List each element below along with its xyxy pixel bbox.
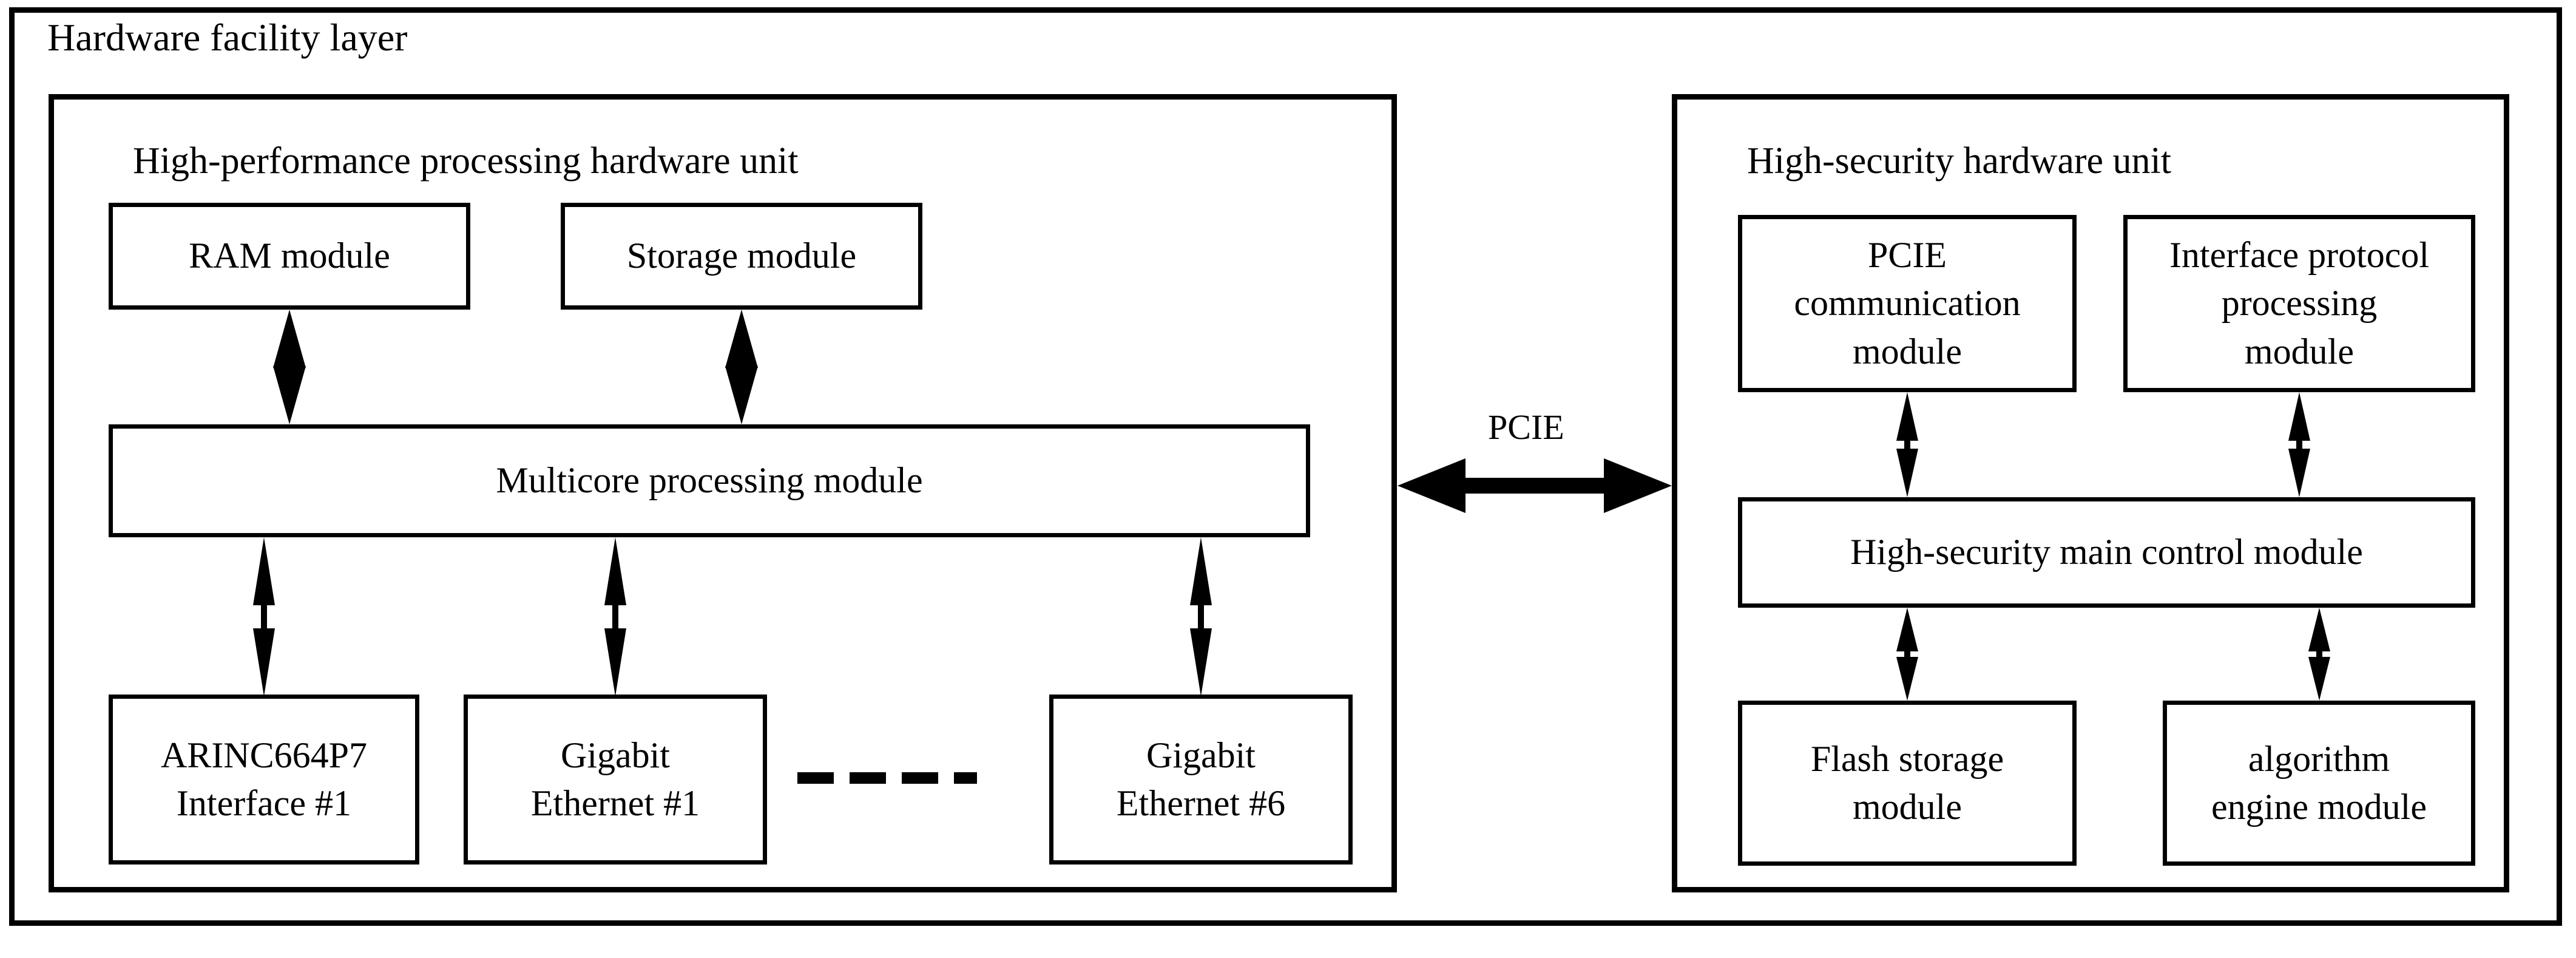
gigabit-ethernet-1-label-line2: Ethernet #1 [530,783,700,823]
high-security-main-control-label: High-security main control module [1850,532,2363,572]
high-performance-processing-hardware-unit: High-performance processing hardware uni… [49,94,1397,892]
pcie-communication-label-line2: communication [1794,283,2021,324]
gigabit-ethernet-6-label-line2: Ethernet #6 [1116,783,1286,823]
multicore-processing-module-label: Multicore processing module [496,460,923,501]
flash-storage-label-line2: module [1853,787,1962,827]
algorithm-engine-label-line1: algorithm [2248,738,2390,779]
arinc664p7-interface-box[interactable]: ARINC664P7 Interface #1 [109,695,419,865]
high-security-unit-title: High-security hardware unit [1747,140,2171,182]
pcie-interconnect-label: PCIE [1488,407,1564,447]
gigabit-ethernet-6-label-line1: Gigabit [1146,735,1256,775]
main-control-to-algorithm-engine-arrow [2301,608,2338,701]
interface-protocol-label-line2: processing [2221,283,2378,324]
hardware-facility-layer-title: Hardware facility layer [47,16,408,59]
pcie-communication-module-box[interactable]: PCIE communication module [1738,215,2077,392]
algorithm-engine-label-line2: engine module [2211,787,2427,827]
interface-protocol-label-line3: module [2245,331,2354,372]
arinc664p7-label-line1: ARINC664P7 [160,735,368,775]
pcie-communication-to-main-control-arrow [1889,392,1925,497]
interface-protocol-label-line1: Interface protocol [2169,235,2430,276]
main-control-to-flash-storage-arrow [1889,608,1925,701]
gigabit-ethernet-1-label-line1: Gigabit [561,735,670,775]
high-performance-unit-title: High-performance processing hardware uni… [133,140,799,182]
high-security-main-control-module-box[interactable]: High-security main control module [1738,497,2475,608]
pcie-interconnect-arrow [1398,452,1672,519]
high-security-hardware-unit: High-security hardware unit PCIE communi… [1672,94,2509,892]
multicore-to-arinc-arrow [246,537,282,696]
multicore-processing-module-box[interactable]: Multicore processing module [109,424,1310,537]
arinc664p7-label-line2: Interface #1 [176,783,352,823]
storage-module-label: Storage module [626,236,857,276]
ram-to-multicore-arrow [268,310,311,424]
ram-module-label: RAM module [189,236,390,276]
pcie-communication-label-line1: PCIE [1867,235,1947,276]
flash-storage-label-line1: Flash storage [1810,738,2004,779]
interface-protocol-to-main-control-arrow [2281,392,2317,497]
ram-module-box[interactable]: RAM module [109,203,470,310]
ellipsis-dashes [797,772,1028,784]
pcie-communication-label-line3: module [1853,331,1962,372]
gigabit-ethernet-6-box[interactable]: Gigabit Ethernet #6 [1049,695,1353,865]
gigabit-ethernet-1-box[interactable]: Gigabit Ethernet #1 [464,695,767,865]
multicore-to-gigabit-ethernet-6-arrow [1183,537,1219,696]
multicore-to-gigabit-ethernet-1-arrow [597,537,634,696]
storage-module-box[interactable]: Storage module [561,203,922,310]
storage-to-multicore-arrow [720,310,763,424]
interface-protocol-processing-module-box[interactable]: Interface protocol processing module [2123,215,2475,392]
algorithm-engine-module-box[interactable]: algorithm engine module [2163,701,2475,866]
flash-storage-module-box[interactable]: Flash storage module [1738,701,2077,866]
